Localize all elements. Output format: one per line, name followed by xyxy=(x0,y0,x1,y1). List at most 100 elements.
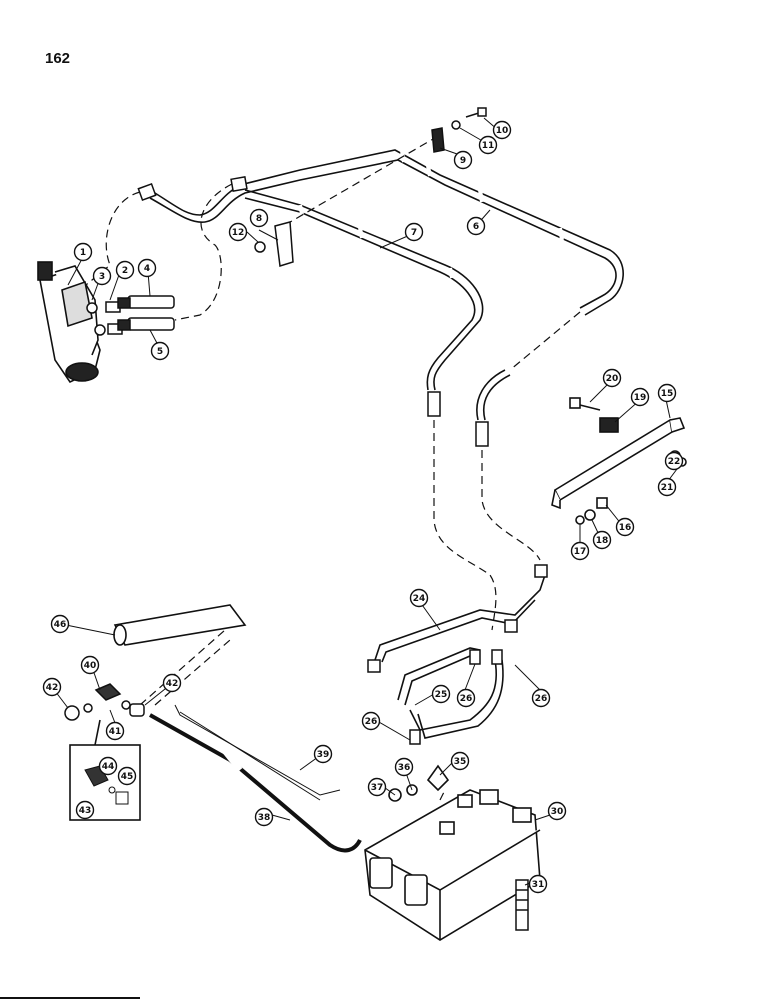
callout-circle xyxy=(42,677,62,697)
callout-circle xyxy=(456,688,476,708)
callout-44: 44 xyxy=(98,756,118,776)
callout-circle xyxy=(367,777,387,797)
callout-circle xyxy=(547,801,567,821)
callout-37: 37 xyxy=(367,777,387,797)
callout-40: 40 xyxy=(80,655,100,675)
routing-dashed-lines xyxy=(79,134,581,801)
callout-circle xyxy=(664,451,684,471)
callout-label: 17 xyxy=(574,547,587,557)
callout-circle xyxy=(73,242,93,262)
tube-fittings-lower xyxy=(367,564,548,745)
callout-circle xyxy=(228,222,248,242)
callout-circle xyxy=(453,150,473,170)
hydraulic-hose xyxy=(149,704,362,853)
callout-circle xyxy=(431,684,451,704)
callout-43: 43 xyxy=(75,800,95,820)
page-number: 162 xyxy=(45,50,71,67)
callout-19: 19 xyxy=(630,387,650,407)
callout-circle xyxy=(117,766,137,786)
clip-and-bolt xyxy=(431,107,487,153)
callout-15: 15 xyxy=(657,383,677,403)
callout-circle xyxy=(105,721,125,741)
callout-circle xyxy=(615,517,635,537)
callout-21: 21 xyxy=(657,477,677,497)
callout-3: 3 xyxy=(92,266,112,286)
callout-circle xyxy=(478,135,498,155)
callout-label: 19 xyxy=(634,393,647,403)
callout-46: 46 xyxy=(50,614,70,634)
callout-35: 35 xyxy=(450,751,470,771)
callout-circle xyxy=(602,368,622,388)
callout-label: 1 xyxy=(80,248,86,258)
tube-fittings-upper xyxy=(137,176,489,447)
callout-circle xyxy=(115,260,135,280)
callout-label: 26 xyxy=(460,694,473,704)
callout-label: 9 xyxy=(460,156,466,166)
callout-16: 16 xyxy=(615,517,635,537)
clamp-plate xyxy=(254,221,294,267)
callout-circle xyxy=(466,216,486,236)
callout-24: 24 xyxy=(409,588,429,608)
callout-18: 18 xyxy=(592,530,612,550)
callout-label: 31 xyxy=(532,880,545,890)
callout-circle xyxy=(162,673,182,693)
callout-circle xyxy=(75,800,95,820)
callout-30: 30 xyxy=(547,801,567,821)
callout-label: 39 xyxy=(317,750,330,760)
callout-circle xyxy=(409,588,429,608)
callout-label: 2 xyxy=(122,266,128,276)
callout-5: 5 xyxy=(150,341,170,361)
callout-label: 24 xyxy=(413,594,426,604)
callout-22: 22 xyxy=(664,451,684,471)
callout-label: 3 xyxy=(99,272,105,282)
callout-12: 12 xyxy=(228,222,248,242)
callout-circle xyxy=(92,266,112,286)
callout-4: 4 xyxy=(137,258,157,278)
support-bracket xyxy=(551,397,687,525)
callout-circle xyxy=(361,711,381,731)
callout-circle xyxy=(531,688,551,708)
callout-circle xyxy=(657,383,677,403)
callout-label: 20 xyxy=(606,374,619,384)
callout-circle xyxy=(137,258,157,278)
callout-label: 10 xyxy=(496,126,509,136)
callout-label: 5 xyxy=(157,347,163,357)
callout-label: 35 xyxy=(454,757,467,767)
callout-circle xyxy=(313,744,333,764)
callout-label: 43 xyxy=(79,806,92,816)
callout-label: 16 xyxy=(619,523,632,533)
callout-39: 39 xyxy=(313,744,333,764)
callout-circle xyxy=(492,120,512,140)
callout-8: 8 xyxy=(249,208,269,228)
callout-circle xyxy=(98,756,118,776)
callout-label: 6 xyxy=(473,222,479,232)
callout-label: 21 xyxy=(661,483,674,493)
callout-7: 7 xyxy=(404,222,424,242)
callout-label: 8 xyxy=(256,214,262,224)
callout-41: 41 xyxy=(105,721,125,741)
callout-circle xyxy=(254,807,274,827)
callout-label: 42 xyxy=(46,683,59,693)
callout-31: 31 xyxy=(528,874,548,894)
callout-36: 36 xyxy=(394,757,414,777)
adapter-fittings xyxy=(86,295,175,336)
callout-circle xyxy=(528,874,548,894)
callout-label: 15 xyxy=(661,389,674,399)
callout-label: 11 xyxy=(482,141,495,151)
callout-26: 26 xyxy=(361,711,381,731)
callout-circle xyxy=(150,341,170,361)
callout-label: 37 xyxy=(371,783,384,793)
callout-label: 41 xyxy=(109,727,122,737)
callout-circle xyxy=(450,751,470,771)
steering-valve-body xyxy=(37,261,101,384)
callout-circle xyxy=(404,222,424,242)
pump-valve-block xyxy=(364,764,541,941)
stud-bolt xyxy=(515,879,529,931)
callout-25: 25 xyxy=(431,684,451,704)
callout-label: 46 xyxy=(54,620,67,630)
callout-circle xyxy=(592,530,612,550)
callout-10: 10 xyxy=(492,120,512,140)
callout-circle xyxy=(657,477,677,497)
